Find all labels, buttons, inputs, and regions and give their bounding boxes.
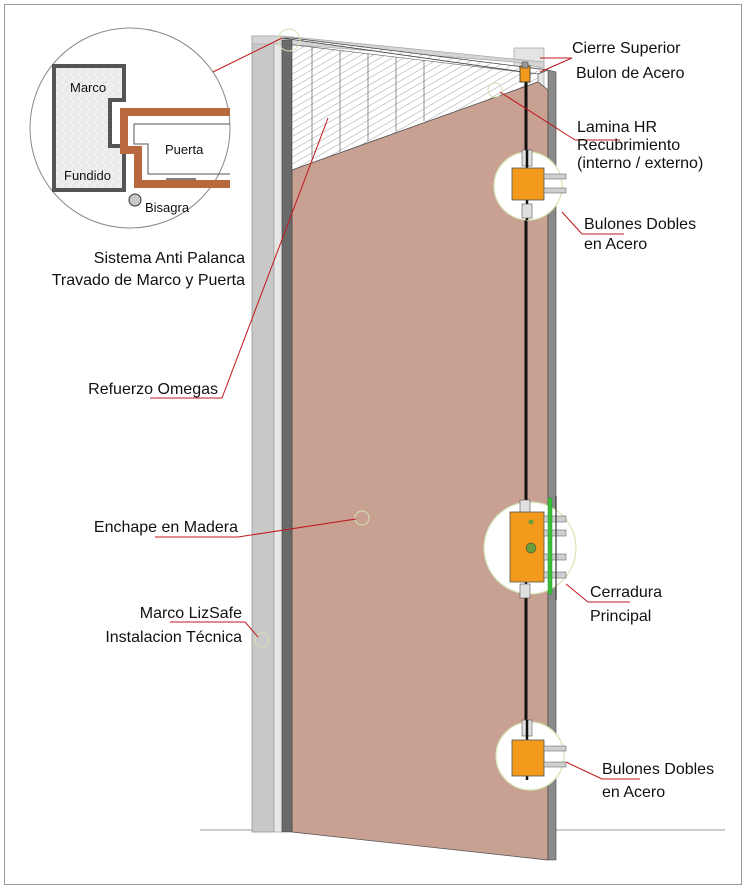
marco-label-1: Marco LizSafe — [140, 605, 242, 622]
cerradura-label-2: Principal — [590, 608, 651, 625]
lower-double-bolts-detail — [495, 719, 567, 791]
bulones-top-label-2: en Acero — [584, 236, 647, 253]
frame-marker — [254, 632, 270, 648]
frame-left-jamb-inner — [273, 35, 283, 833]
cerradura-label-1: Cerradura — [590, 584, 662, 601]
frame-left-jamb — [251, 35, 275, 833]
cierre-label-2: Bulon de Acero — [576, 65, 685, 82]
lamina-label-2: Recubrimiento — [577, 137, 680, 154]
top-bolt — [519, 61, 531, 83]
inset-marco-label: Marco — [70, 80, 106, 95]
door-hinge-edge — [281, 39, 293, 833]
inset-door-profile — [120, 108, 230, 188]
upper-double-bolts-detail — [493, 149, 567, 221]
hinge-icon — [128, 193, 142, 207]
anti-lever-inset: Marco Fundido Puerta Bisagra — [29, 27, 231, 229]
bulones-bottom-label-2: en Acero — [602, 784, 665, 801]
inset-bisagra-label: Bisagra — [145, 200, 190, 215]
cierre-label-1: Cierre Superior — [572, 40, 681, 57]
labels: Sistema Anti Palanca Travado de Marco y … — [52, 40, 714, 801]
main-lock-detail — [483, 496, 577, 600]
lamina-label-1: Lamina HR — [577, 119, 657, 136]
enchape-label: Enchape en Madera — [94, 519, 238, 536]
lamina-label-3: (interno / externo) — [577, 155, 703, 172]
enchape-marker — [354, 510, 370, 526]
omega-ribs — [311, 47, 425, 162]
bulones-bottom-label-1: Bulones Dobles — [602, 761, 714, 778]
page-border — [4, 4, 742, 885]
refuerzo-label: Refuerzo Omegas — [88, 381, 218, 398]
bulones-top-label-1: Bulones Dobles — [584, 216, 696, 233]
sistema-label-1: Sistema Anti Palanca — [94, 250, 245, 267]
door-lock-edge — [547, 69, 557, 861]
inset-fundido-label: Fundido — [64, 168, 111, 183]
marco-label-2: Instalacion Técnica — [105, 629, 242, 646]
inset-puerta-label: Puerta — [165, 142, 204, 157]
sistema-label-2: Travado de Marco y Puerta — [52, 272, 245, 289]
leader-lines — [150, 37, 640, 780]
lamina-marker — [487, 82, 503, 98]
